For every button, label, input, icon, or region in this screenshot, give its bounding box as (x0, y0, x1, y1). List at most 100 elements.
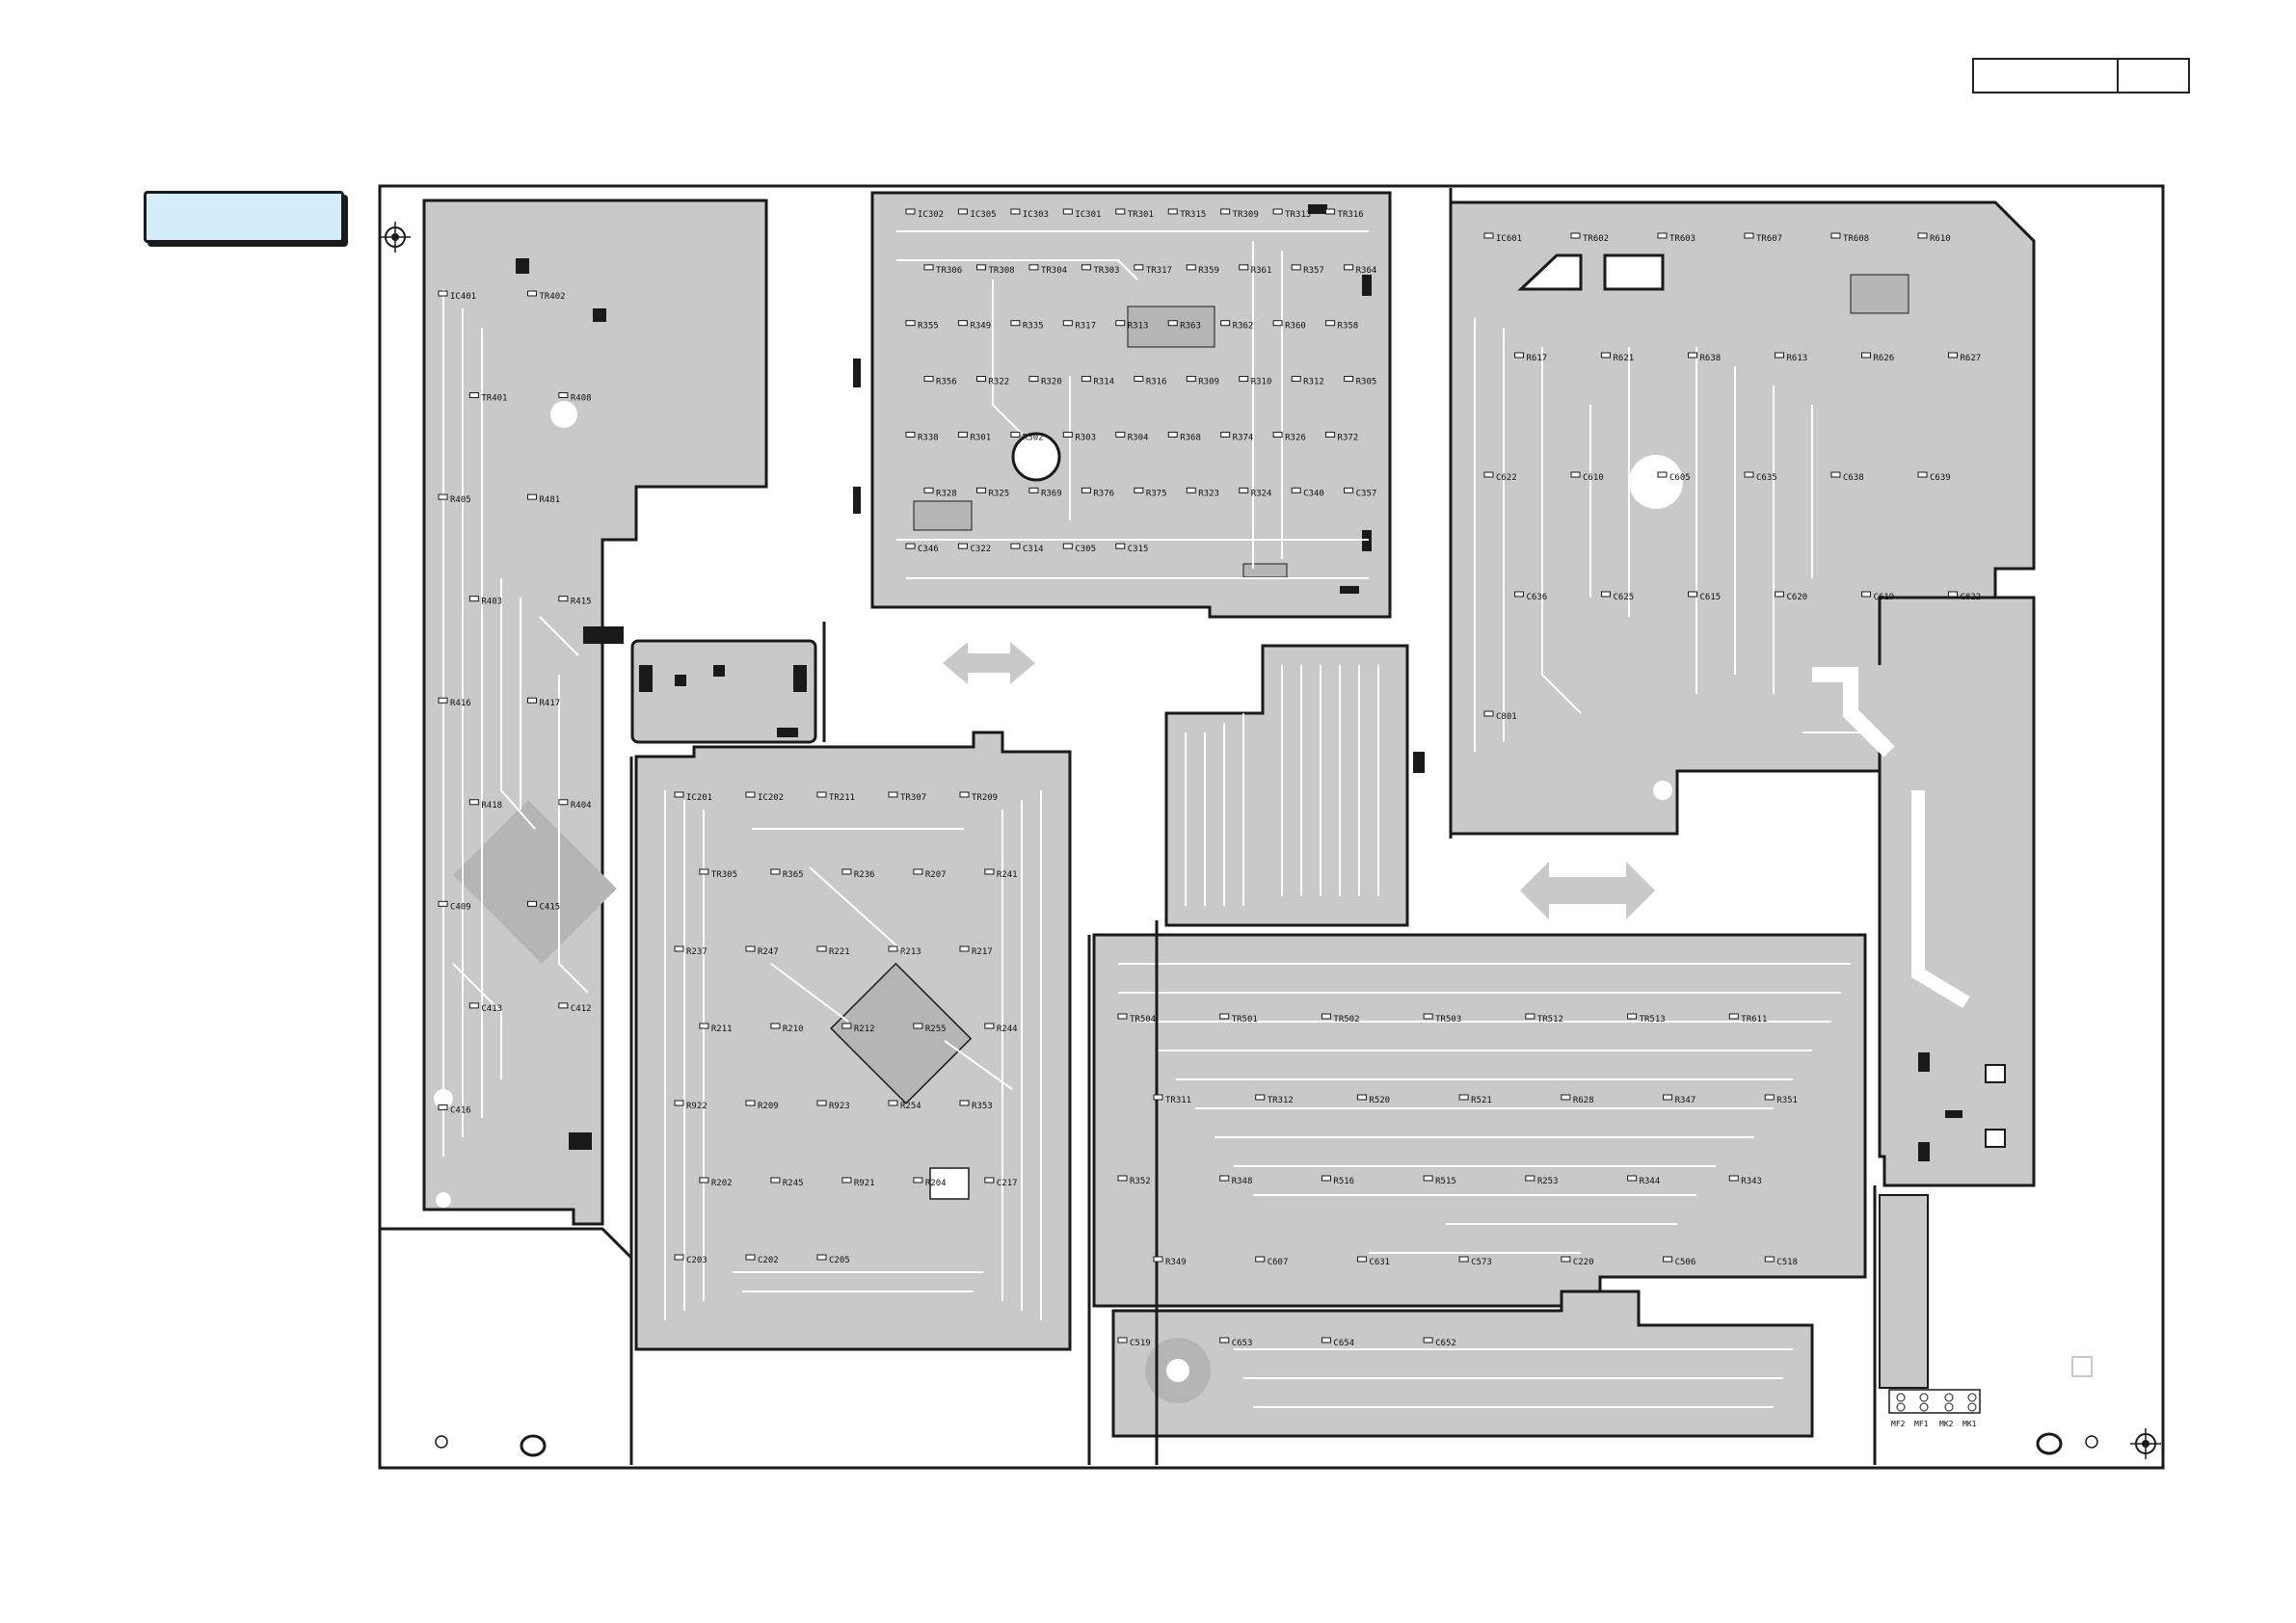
component-pad (1356, 1256, 1367, 1263)
component-pad (1115, 431, 1126, 438)
board-outline (378, 184, 2165, 1470)
component-pad (770, 868, 781, 875)
component-label: R921 (854, 1179, 875, 1188)
component-label: TR317 (1146, 266, 1172, 276)
component-label: R348 (1232, 1177, 1253, 1186)
component-pad (816, 791, 827, 798)
component-pad (957, 431, 968, 438)
component-label: C822 (1961, 593, 1982, 602)
component-label: C631 (1369, 1258, 1390, 1267)
component-pad (913, 868, 923, 875)
component-label: R320 (1041, 378, 1062, 387)
component-label: R516 (1333, 1177, 1354, 1186)
component-label: R351 (1776, 1096, 1798, 1105)
component-pad (841, 1023, 852, 1029)
component-pad (1010, 320, 1021, 327)
component-label: C506 (1675, 1258, 1696, 1267)
component-pad (1657, 232, 1668, 239)
component-label: C573 (1471, 1258, 1492, 1267)
component-pad (1219, 1175, 1230, 1182)
component-label: R638 (1700, 354, 1722, 363)
component-pad (984, 868, 995, 875)
component-label: TR209 (972, 793, 998, 803)
component-label: R245 (783, 1179, 804, 1188)
component-pad (1561, 1256, 1571, 1263)
component-pad (1344, 376, 1354, 383)
component-pad (816, 945, 827, 952)
component-label: R316 (1146, 378, 1167, 387)
mounting-hole-icon (520, 1434, 547, 1457)
component-pad (1239, 376, 1249, 383)
component-pad (1291, 376, 1301, 383)
component-pad (816, 1100, 827, 1106)
component-pad (1627, 1013, 1638, 1020)
component-pad (1255, 1094, 1266, 1101)
component-label: R217 (972, 947, 993, 957)
component-pad (468, 799, 479, 806)
component-label: R322 (989, 378, 1010, 387)
component-pad (1570, 471, 1581, 478)
component-label: TR402 (540, 292, 566, 302)
component-label: C518 (1776, 1258, 1798, 1267)
component-label: R304 (1128, 433, 1149, 442)
component-pad (1117, 1175, 1128, 1182)
component-pad (1861, 352, 1871, 359)
component-label: C801 (1496, 712, 1517, 722)
component-label: IC601 (1496, 234, 1522, 244)
component-pad (438, 900, 448, 907)
component-label: R405 (450, 495, 471, 505)
component-label: R610 (1930, 234, 1951, 244)
component-pad (527, 493, 537, 500)
component-label: C409 (450, 902, 471, 912)
component-pad (527, 900, 537, 907)
component-label: TR602 (1583, 234, 1609, 244)
component-pad (527, 290, 537, 297)
component-pad (1010, 543, 1021, 549)
component-label: TR316 (1338, 210, 1364, 220)
component-label: C314 (1023, 545, 1044, 554)
component-pad (976, 376, 986, 383)
component-label: C305 (1075, 545, 1096, 554)
component-label: R324 (1251, 489, 1272, 498)
component-label: C652 (1435, 1339, 1456, 1348)
component-label: C315 (1128, 545, 1149, 554)
component-label: R255 (925, 1024, 947, 1034)
module-left (422, 199, 768, 1226)
component-pad (1657, 471, 1668, 478)
component-label: C203 (686, 1256, 707, 1265)
component-pad (1062, 320, 1073, 327)
component-label: TR308 (989, 266, 1015, 276)
component-label: IC401 (450, 292, 476, 302)
component-pad (1458, 1256, 1469, 1263)
component-pad (1525, 1175, 1535, 1182)
component-label: C340 (1303, 489, 1324, 498)
component-label: C415 (540, 902, 561, 912)
component-pad (984, 1177, 995, 1184)
component-pad (1321, 1013, 1331, 1020)
component-pad (959, 945, 970, 952)
component-pad (674, 791, 684, 798)
component-label: R204 (925, 1179, 947, 1188)
component-pad (1062, 208, 1073, 215)
component-label: TR313 (1285, 210, 1311, 220)
component-label: C605 (1669, 473, 1691, 483)
component-label: R923 (829, 1102, 850, 1111)
component-pad (674, 945, 684, 952)
component-label: R343 (1741, 1177, 1762, 1186)
component-label: R357 (1303, 266, 1324, 276)
component-pad (923, 264, 934, 271)
component-label: R418 (481, 801, 502, 811)
component-label: R627 (1961, 354, 1982, 363)
component-pad (888, 791, 898, 798)
component-pad (1917, 471, 1928, 478)
component-label: C357 (1356, 489, 1377, 498)
component-label: R237 (686, 947, 707, 957)
component-label: R613 (1787, 354, 1808, 363)
component-pad (1744, 232, 1754, 239)
component-pad (1525, 1013, 1535, 1020)
connector-label: MK2 (1939, 1420, 1954, 1428)
component-pad (1291, 487, 1301, 493)
component-pad (1948, 591, 1958, 598)
component-pad (1561, 1094, 1571, 1101)
component-pad (984, 1023, 995, 1029)
